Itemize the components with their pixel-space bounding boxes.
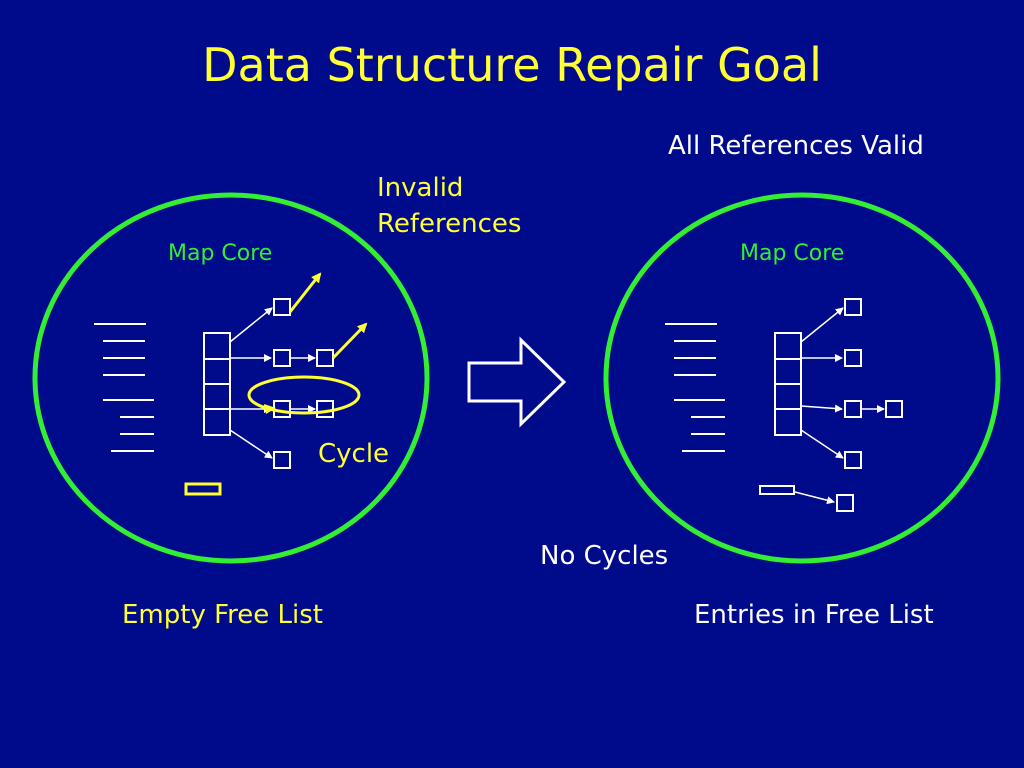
cycle-arrow-head [264,404,276,414]
cycle-label: Cycle [318,439,390,469]
right-arrow-icon [467,336,567,428]
no-cycles-label: No Cycles [540,541,669,571]
empty-free-list-box [184,482,222,496]
empty-free-list-label: Empty Free List [122,600,323,630]
right-nodes [836,298,903,512]
right-panel [603,192,1001,564]
right-core-array [774,332,802,436]
left-memory-circle [32,192,430,564]
right-node [844,400,862,418]
right-node [885,400,903,418]
free-list-head [759,485,795,495]
left-map-core-label: Map Core [168,241,273,266]
entries-in-free-list-label: Entries in Free List [694,600,934,630]
left-free-space-lines [94,323,154,452]
right-node [836,494,854,512]
right-free-space-lines [665,323,725,452]
right-node [844,298,862,316]
all-references-valid-label: All References Valid [668,131,924,161]
left-panel [32,192,430,564]
right-map-core-label: Map Core [740,241,845,266]
invalid-references-label-line1: Invalid [377,173,464,203]
left-node [273,400,291,418]
left-core-edges [229,307,316,459]
invalid-reference-arrows [288,272,368,360]
cycle-highlight [247,375,361,415]
right-node [844,451,862,469]
invalid-references-label-line2: References [377,209,522,239]
right-core-edges [794,307,885,505]
left-node [273,298,291,316]
left-node [273,349,291,367]
left-node [316,400,334,418]
left-node [316,349,334,367]
left-node [273,451,291,469]
right-node [844,349,862,367]
right-memory-circle [603,192,1001,564]
left-core-array [203,332,231,436]
slide-title: Data Structure Repair Goal [202,38,822,92]
